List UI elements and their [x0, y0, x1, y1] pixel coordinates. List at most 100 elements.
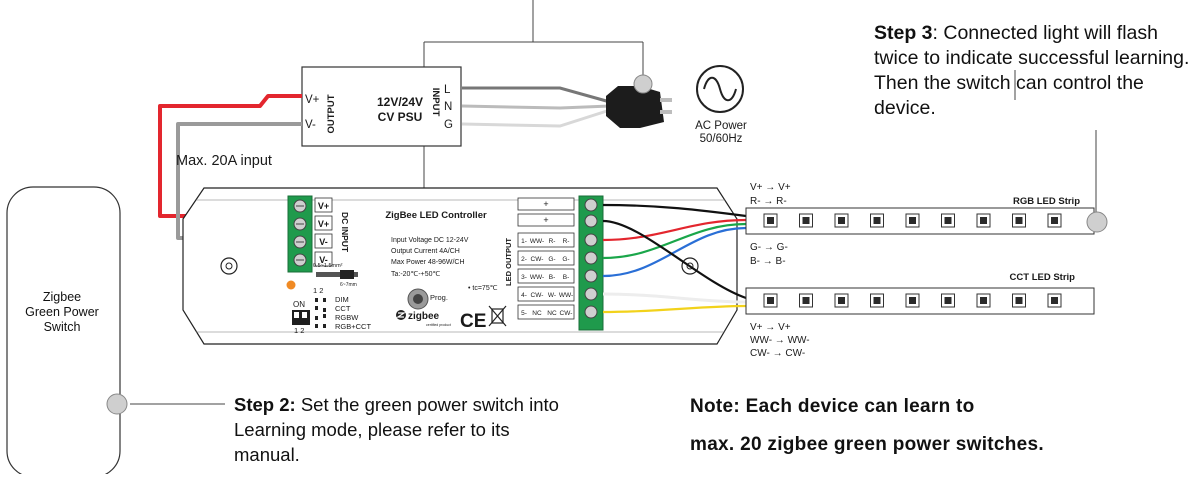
out-cell-r5-c2: NC [532, 310, 542, 317]
zigbee-certified-text: certified product [426, 323, 451, 327]
dip-numbers-bottom: 1 2 [294, 326, 304, 335]
spec-temperature: Ta:-20℃-+50℃ [391, 271, 441, 278]
out-cell-r4-c1: 4- [521, 292, 527, 299]
out-cell-r4-c4: WW- [559, 292, 573, 299]
weee-bin-icon [488, 305, 507, 327]
rgb-led-chip-6 [944, 217, 952, 224]
led-output-rows: 1-WW-R-R-2-CW-G-G-3-WW-B-B-4-CW-W-WW-5-N… [521, 238, 573, 317]
cct-led-chip-2 [802, 297, 810, 304]
step3-annotation: Step 3: Connected light will flash twice… [874, 21, 1199, 121]
out-plus-2: + [543, 215, 548, 225]
psu-vminus-label: V- [305, 119, 316, 131]
ac-wires [461, 86, 611, 128]
cct-led-chip-8 [1015, 297, 1023, 304]
step2-heading: Step 2: [234, 394, 296, 415]
switch-label-line3: Switch [43, 320, 81, 334]
led-output-terminal-block [578, 195, 604, 331]
psu-box [301, 66, 462, 147]
ac-plug [606, 74, 672, 128]
out-cell-r4-c3: W- [548, 292, 556, 299]
psu-terminal-l: L [444, 84, 451, 96]
mode-cct: CCT [335, 304, 351, 313]
rgb-led-chip-9 [1051, 217, 1058, 224]
out-cell-r1-c3: R- [549, 238, 556, 245]
dip-switch[interactable] [292, 310, 310, 325]
out-cell-r5-c4: CW- [560, 310, 573, 317]
mode-rgbw: RGBW [335, 313, 359, 322]
mount-hole-right [681, 257, 699, 275]
led-output-label: LED OUTPUT [504, 238, 513, 286]
out-cell-r4-c2: CW- [531, 292, 544, 299]
cct-led-chip-3 [838, 297, 845, 304]
dc-terminal-1: V+ [318, 201, 329, 211]
psu-input-label: INPUT [430, 88, 441, 117]
dc-terminal-4: V- [319, 255, 328, 265]
note-line1: Note: Each device can learn to [690, 396, 975, 417]
mount-hole-left [220, 257, 238, 275]
rgb-led-strip [745, 207, 1108, 235]
spec-tc: • tc=75℃ [468, 285, 498, 292]
dip-numbers-top: 1 2 [313, 286, 323, 295]
cct-led-chip-7 [980, 297, 987, 304]
mode-dim: DIM [335, 295, 349, 304]
switch-label-line2: Green Power [25, 305, 99, 319]
dc-terminal-3: V- [319, 237, 328, 247]
out-cell-r2-c3: G- [548, 256, 555, 263]
spec-max-power: Max Power 48-96W/CH [391, 259, 465, 266]
mode-rgbcct: RGB+CCT [335, 322, 371, 331]
rgb-led-chip-1 [767, 217, 774, 224]
zigbee-logo-text: zigbee [408, 311, 440, 322]
status-indicator [286, 280, 296, 290]
out-cell-r2-c2: CW- [531, 256, 544, 263]
note-line2: max. 20 zigbee green power switches. [690, 434, 1044, 455]
switch-button[interactable] [106, 393, 128, 415]
rgb-wire-b: B- → B- [750, 256, 786, 267]
prog-button[interactable] [407, 288, 429, 310]
rgb-led-chip-5 [909, 217, 916, 224]
psu-voltage-label: 12V/24V [377, 95, 423, 109]
out-cell-r2-c1: 2- [521, 256, 527, 263]
out-cell-r3-c4: B- [563, 274, 570, 281]
out-cell-r2-c4: G- [562, 256, 569, 263]
rgb-wire-r: R- → R- [750, 196, 787, 207]
wire-length-label: 6~7mm [340, 282, 357, 288]
wire-strip-icon [316, 270, 358, 279]
out-cell-r3-c1: 3- [521, 274, 527, 281]
out-cell-r5-c1: 5- [521, 310, 527, 317]
rgb-led-chip-3 [838, 217, 845, 224]
note-annotation: Note: Each device can learn to max. 20 z… [690, 388, 1200, 464]
dc-terminal-2: V+ [318, 219, 329, 229]
psu-type-label: CV PSU [378, 110, 423, 124]
dip-on-label: ON [293, 300, 305, 309]
switch-label-line1: Zigbee [42, 290, 82, 304]
cct-led-chip-9 [1051, 297, 1058, 304]
out-cell-r5-c3: NC [547, 310, 557, 317]
step2-annotation: Step 2: Set the green power switch into … [234, 392, 564, 467]
spec-output-current: Output Current 4A/CH [391, 248, 460, 255]
output-wires [602, 203, 747, 314]
psu-output-label: OUTPUT [326, 94, 337, 133]
dip-mode-icons [315, 298, 326, 328]
cct-led-strip [745, 287, 1095, 315]
step3-heading: Step 3 [874, 22, 933, 44]
wire-spec-label: 0.5~1.5mm² [313, 263, 343, 269]
cct-led-chip-1 [767, 297, 774, 304]
prog-label: Prog. [430, 293, 448, 302]
psu-vplus-label: V+ [305, 94, 320, 106]
cct-led-chip-5 [909, 297, 916, 304]
spec-input-voltage: Input Voltage DC 12-24V [391, 237, 469, 244]
rgb-led-chip-2 [802, 217, 810, 224]
dc-input-label: DC INPUT [340, 212, 350, 253]
zigbee-logo-icon [396, 310, 406, 320]
ac-sine-icon [696, 65, 744, 113]
max-input-label: Max. 20A input [176, 153, 272, 169]
cct-wire-vplus: V+ → V+ [750, 322, 791, 333]
cct-strip-title: CCT LED Strip [1010, 272, 1076, 283]
psu-terminal-g: G [444, 119, 453, 131]
out-plus-1: + [543, 199, 548, 209]
rgb-led-chip-7 [980, 217, 987, 224]
step3-text: : Connected light will flash twice to in… [874, 22, 1190, 119]
out-cell-r3-c3: B- [549, 274, 556, 281]
